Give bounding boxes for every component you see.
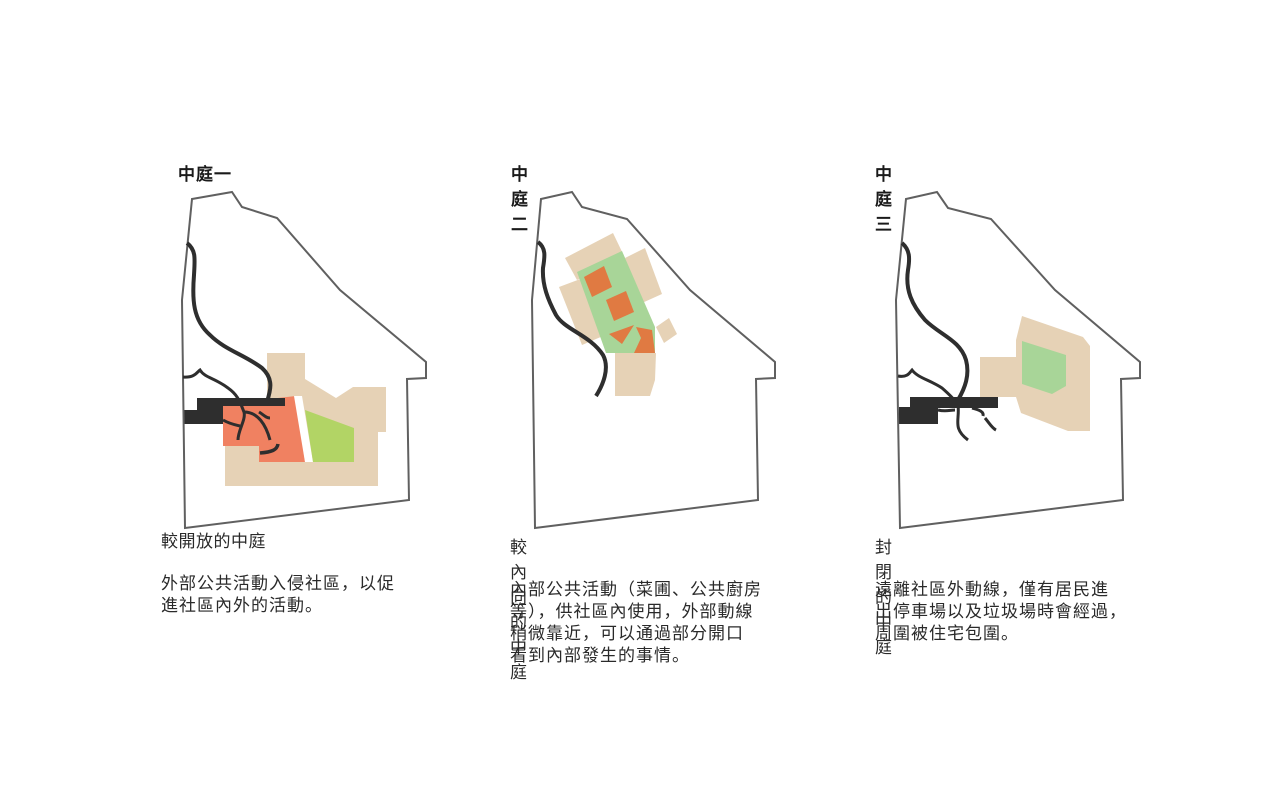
panel-title: 中庭三 [875, 165, 893, 235]
panel-subtitle: 較開放的中庭 [161, 532, 266, 552]
circulation-path [900, 241, 970, 402]
building-block [625, 248, 662, 303]
site-outline [894, 190, 1141, 530]
green-space [305, 410, 354, 462]
green-space [1022, 341, 1066, 394]
panel-description: 遠離社區外動線，僅有居民進 出停車場以及垃圾場時會經過， 周圍被住宅包圍。 [875, 580, 1127, 644]
courtyard-panel-2: 中庭二 較內向的中庭 內部公共活動（菜圃、公共廚房 等），供社區內使用，外部動線… [0, 0, 776, 800]
activity-box [609, 325, 634, 344]
site-outline [530, 190, 776, 530]
panel-description: 外部公共活動入侵社區，以促 進社區內外的活動。 [161, 574, 395, 616]
site-plan-diagram-2 [530, 190, 776, 530]
site-outline [180, 190, 427, 530]
panel-subtitle: 較內向的中庭 [510, 538, 528, 683]
activity-box [634, 327, 655, 353]
panel-title: 中庭一 [178, 165, 232, 185]
building-block [565, 233, 625, 280]
courtyard-panel-1: 中庭一 較開放的中庭 外部公共活動入侵社區，以促 進社區內外的活動。 [0, 0, 427, 800]
parking-block [183, 398, 285, 424]
courtyard-panel-3: 中庭三 封閉的中庭 遠離社區外動線，僅有居民進 出停車場以及垃圾場時會經過， 周… [0, 0, 1141, 800]
building-block [559, 278, 603, 345]
parking-block [899, 397, 998, 424]
panel-description: 內部公共活動（菜圃、公共廚房 等），供社區內使用，外部動線 稍微靠近，可以通過部… [510, 580, 762, 666]
activity-box [606, 291, 634, 321]
building-block [656, 318, 677, 343]
panel-title: 中庭二 [511, 165, 529, 235]
circulation-path [536, 240, 608, 398]
activity-box [584, 266, 612, 297]
circulation-path [185, 241, 273, 406]
panel-subtitle: 封閉的中庭 [875, 538, 893, 658]
building-block [615, 353, 656, 396]
site-plan-diagram-1 [180, 190, 427, 530]
building-block [980, 357, 1018, 397]
